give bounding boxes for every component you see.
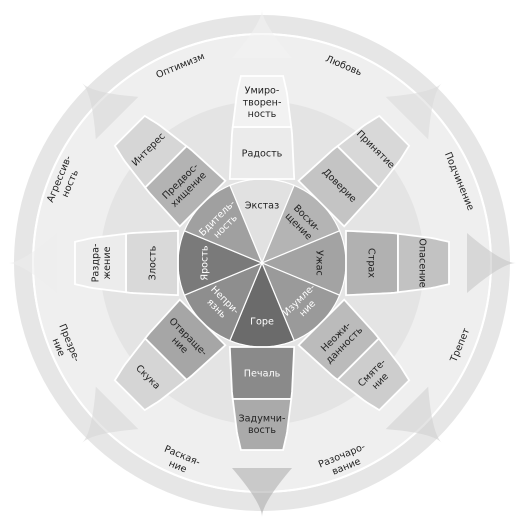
- petal-tip-anger: [8, 233, 57, 293]
- petal-tip-fear: [467, 233, 516, 293]
- svg-text:Экстаз: Экстаз: [245, 200, 279, 211]
- label-outer-fear: Опасение: [417, 238, 428, 287]
- emotion-petals: [8, 9, 516, 517]
- segment-outer-joy: [231, 75, 293, 128]
- svg-text:Задумчи-вость: Задумчи-вость: [239, 413, 286, 436]
- label-middle-fear: Страх: [366, 248, 377, 278]
- segment-outer-anger: [74, 232, 127, 294]
- segment-outer-disgust: [113, 337, 188, 412]
- segment-outer-surprise: [336, 337, 411, 412]
- petal-tip-joy: [232, 9, 292, 58]
- svg-text:Раздра-жение: Раздра-жение: [90, 244, 113, 283]
- svg-text:Умиро-творен-ность: Умиро-творен-ность: [243, 86, 282, 121]
- svg-text:Печаль: Печаль: [244, 368, 281, 379]
- svg-text:Радость: Радость: [242, 148, 283, 159]
- label-outer-joy: Умиро-творен-ность: [243, 86, 282, 121]
- petal-tip-anticipation: [82, 83, 139, 140]
- label-middle-anger: Злость: [147, 245, 158, 280]
- label-inner-anger: Ярость: [199, 245, 210, 280]
- segment-outer-anticipation: [113, 114, 188, 189]
- label-middle-sadness: Печаль: [244, 368, 281, 379]
- petal-tip-disgust: [82, 386, 139, 443]
- svg-text:Страх: Страх: [366, 248, 377, 278]
- label-middle-joy: Радость: [242, 148, 283, 159]
- segment-outer-trust: [336, 114, 411, 189]
- segment-outer-fear: [397, 232, 450, 294]
- svg-text:Злость: Злость: [147, 245, 158, 280]
- label-inner-fear: Ужас: [314, 250, 325, 276]
- svg-text:Ярость: Ярость: [199, 245, 210, 280]
- label-inner-joy: Экстаз: [245, 200, 279, 211]
- label-outer-sadness: Задумчи-вость: [239, 413, 286, 436]
- petal-tip-trust: [385, 83, 442, 140]
- svg-text:Опасение: Опасение: [417, 238, 428, 287]
- svg-text:Ужас: Ужас: [314, 250, 325, 276]
- label-outer-anger: Раздра-жение: [90, 244, 113, 283]
- svg-text:Горе: Горе: [250, 316, 274, 327]
- label-inner-sadness: Горе: [250, 316, 274, 327]
- petal-tip-surprise: [385, 386, 442, 443]
- petal-tip-sadness: [232, 468, 292, 517]
- segment-outer-sadness: [231, 398, 293, 451]
